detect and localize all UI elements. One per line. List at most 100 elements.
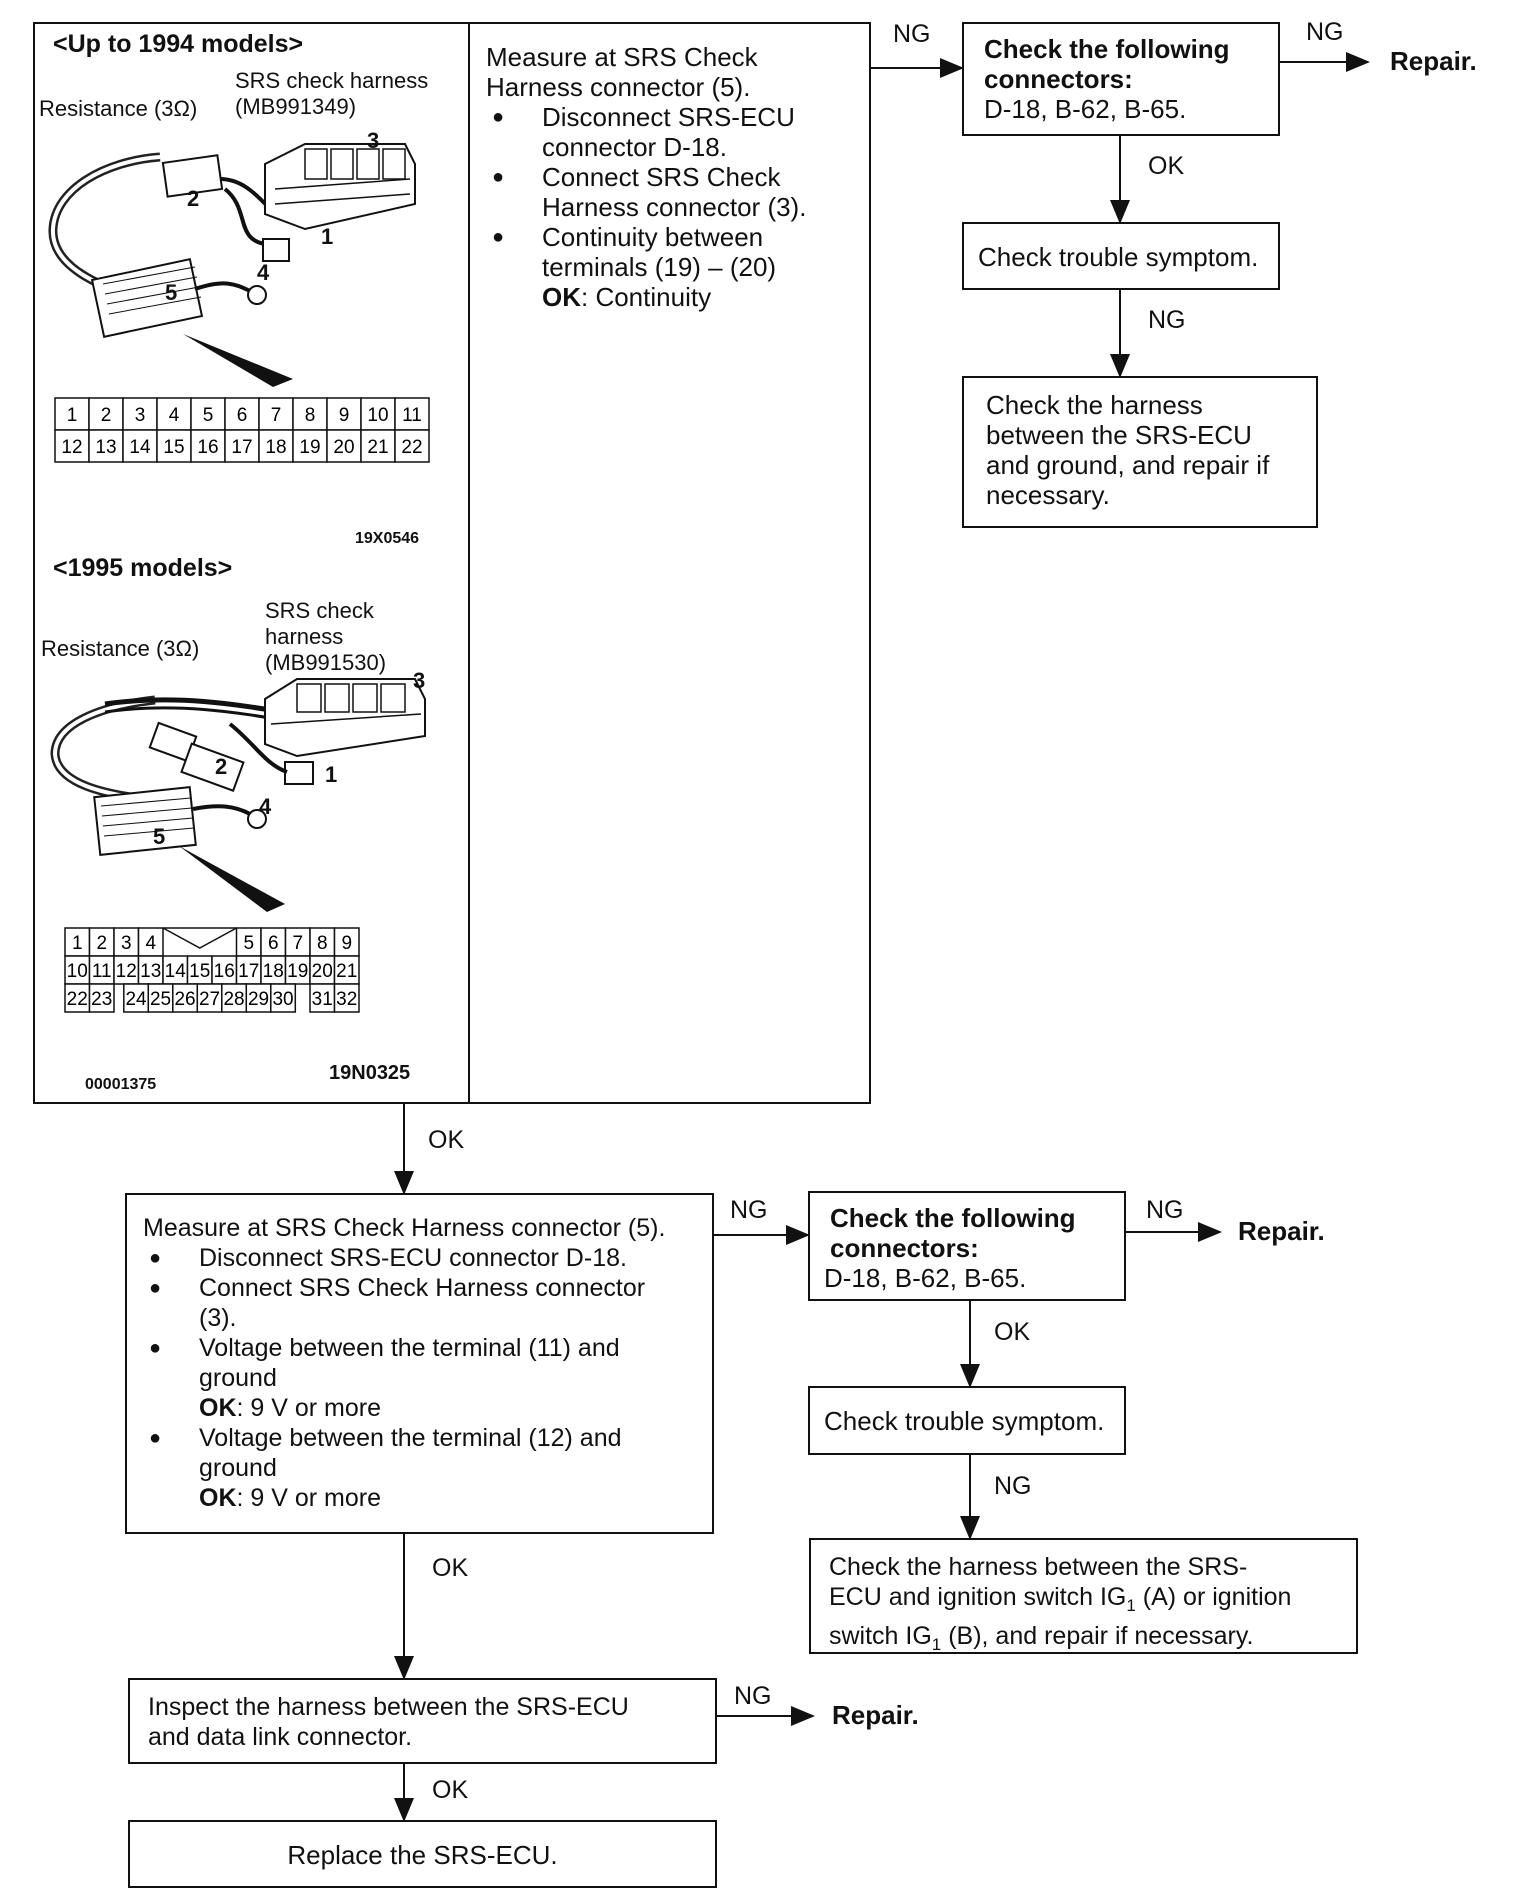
callout-1995-1: 1 [325,762,338,787]
figure-code-1994: 19X0546 [355,530,420,547]
pin-1995-22: 22 [64,983,91,1013]
step1-line-2: Harness connector (5). [486,72,751,102]
pin-1994-5: 5 [190,397,226,431]
pin-1994-16: 16 [190,429,226,463]
svg-text:3: 3 [135,405,146,426]
pin-1995-2: 2 [88,927,115,957]
pin-1994-1: 1 [54,397,90,431]
svg-text:13: 13 [95,437,116,458]
svg-text:6: 6 [237,405,248,426]
svg-text:17: 17 [238,961,259,982]
pin-1995-10: 10 [64,955,91,985]
pin-1995-25: 25 [147,983,174,1013]
pin-1995-4: 4 [137,927,164,957]
pin-1995-12: 12 [113,955,140,985]
callout-1994-1: 1 [321,224,334,249]
svg-text:15: 15 [163,437,184,458]
pin-1995-31: 31 [309,983,336,1013]
svg-text:18: 18 [265,437,286,458]
harness-label-1994-a: SRS check harness [235,68,429,93]
pin-1995-23: 23 [88,983,115,1013]
svg-text:20: 20 [312,961,333,982]
svg-text:22: 22 [67,989,88,1010]
svg-text:9: 9 [341,933,352,954]
resistance-label-1995: Resistance (3Ω) [41,636,200,661]
branch1-ng2-label: NG [1306,18,1344,46]
svg-text:19: 19 [299,437,320,458]
svg-text:27: 27 [199,989,220,1010]
svg-text:6: 6 [268,933,279,954]
step1-ok-label: OK [542,282,581,312]
step1-line-1: Measure at SRS Check [486,42,758,72]
pin-1995-29: 29 [245,983,272,1013]
callout-1995-4: 4 [259,794,272,819]
harness-label-1995-b: harness [265,624,344,649]
callout-1995-3: 3 [413,668,426,693]
heading-up-to-1994: <Up to 1994 models> [53,30,304,58]
ig1-subscript-b: 1 [931,1635,942,1654]
step3-data-link-inspection: Inspect the harness between the SRS-ECU … [128,1678,717,1764]
step3-ng-label: NG [734,1682,772,1710]
svg-text:10: 10 [367,405,388,426]
callout-1994-5: 5 [165,280,178,305]
svg-text:8: 8 [305,405,316,426]
pin-1995-8: 8 [309,927,336,957]
svg-text:20: 20 [333,437,354,458]
svg-text:24: 24 [125,989,147,1010]
pin-1994-12: 12 [54,429,90,463]
branch2-repair: Repair. [1238,1216,1325,1246]
illustration-panel: <Up to 1994 models> Resistance (3Ω) SRS … [33,22,470,1104]
branch1-connector-list: D-18, B-62, B-65. [984,94,1187,124]
branch1-check-connectors: Check the following connectors: D-18, B-… [962,22,1280,136]
pin-1995-7: 7 [284,927,311,957]
pin-1994-14: 14 [122,429,158,463]
svg-text:4: 4 [169,405,180,426]
svg-text:12: 12 [61,437,82,458]
pin-1994-11: 11 [394,397,430,431]
branch2-connector-list: D-18, B-62, B-65. [824,1263,1027,1293]
pin-1995-27: 27 [196,983,223,1013]
branch1-ng3-label: NG [1148,306,1186,334]
pin-1994-19: 19 [292,429,328,463]
svg-text:14: 14 [165,961,187,982]
pin-1995-16: 16 [211,955,238,985]
pin-1994-21: 21 [360,429,396,463]
pin-1994-22: 22 [394,429,430,463]
svg-text:1: 1 [67,405,78,426]
pin-1995-3: 3 [113,927,140,957]
pin-1995-32: 32 [333,983,360,1013]
harness-label-1995-c: (MB991530) [265,650,387,675]
svg-text:15: 15 [189,961,210,982]
pin-1995-14: 14 [162,955,189,985]
resistance-label-1994: Resistance (3Ω) [39,96,198,121]
svg-text:28: 28 [223,989,244,1010]
figure-code-1995: 19N0325 [329,1062,411,1084]
branch2-harness-check: Check the harness between the SRS- ECU a… [809,1538,1358,1654]
svg-text:9: 9 [339,405,350,426]
pinout-key-notch [162,927,237,949]
svg-text:14: 14 [129,437,151,458]
pin-1995-30: 30 [270,983,297,1013]
pin-1994-2: 2 [88,397,124,431]
pin-1995-1: 1 [64,927,91,957]
pin-1995-26: 26 [172,983,199,1013]
svg-text:4: 4 [145,933,156,954]
svg-text:7: 7 [292,933,303,954]
callout-1995-5: 5 [153,824,166,849]
harness-label-1994-b: (MB991349) [235,94,357,119]
svg-text:31: 31 [312,989,333,1010]
svg-text:22: 22 [401,437,422,458]
svg-text:16: 16 [197,437,218,458]
pin-1995-24: 24 [123,983,150,1013]
svg-text:12: 12 [116,961,137,982]
pin-1995-21: 21 [333,955,360,985]
pin-1994-10: 10 [360,397,396,431]
branch1-repair: Repair. [1390,46,1477,76]
branch1-trouble-symptom: Check trouble symptom. [962,222,1280,290]
branch1-ok-label: OK [1148,152,1185,180]
svg-text:8: 8 [317,933,328,954]
pin-1995-13: 13 [137,955,164,985]
